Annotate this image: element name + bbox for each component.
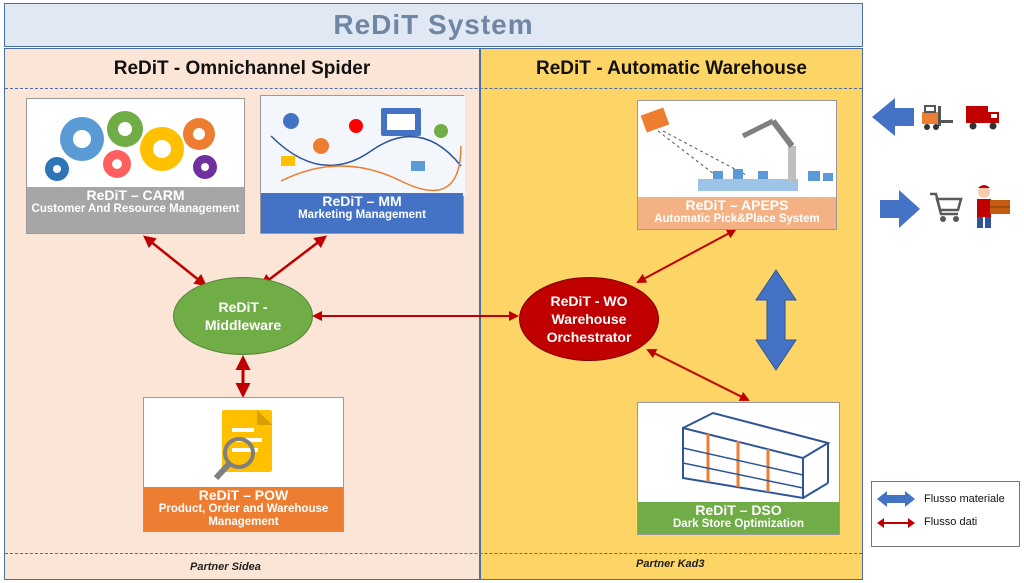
legend-material-arrow (877, 491, 915, 507)
warehouse-rack-icon (682, 411, 831, 500)
link-mm-middleware (260, 235, 327, 287)
link-wo-apeps (636, 229, 737, 283)
carm-module[interactable]: ReDiT – CARM Customer And Resource Manag… (26, 98, 245, 234)
bottom-divider (5, 553, 862, 554)
pow-desc: Product, Order and Warehouse Management (158, 503, 329, 528)
dso-name: ReDiT – DSO (695, 502, 782, 518)
link-carm-middleware (143, 235, 207, 287)
partner-sidea: Partner Sidea (190, 561, 261, 573)
omnichannel-title: ReDiT - Omnichannel Spider (113, 58, 371, 79)
wo-node[interactable]: ReDiT - WO Warehouse Orchestrator (519, 277, 659, 361)
dso-desc: Dark Store Optimization (673, 518, 804, 530)
carm-name: ReDiT – CARM (86, 187, 185, 203)
mm-name: ReDiT – MM (322, 193, 402, 209)
truck-icon (966, 106, 999, 130)
gears-icon (45, 111, 217, 181)
partner-kad3: Partner Kad3 (636, 558, 705, 570)
material-flow-vertical (755, 269, 797, 371)
legend-data-label: Flusso dati (924, 516, 978, 528)
pow-name: ReDiT – POW (198, 487, 289, 503)
outbound-arrow (880, 190, 920, 228)
link-wo-dso (646, 349, 750, 401)
dso-module[interactable]: ReDiT – DSO Dark Store Optimization (637, 402, 840, 535)
middleware-node[interactable]: ReDiT - Middleware (173, 277, 313, 355)
page-title: ReDiT System (333, 9, 534, 40)
middleware-line2: Middleware (204, 317, 282, 333)
mm-desc: Marketing Management (298, 209, 426, 221)
robot-arm-icon (640, 107, 833, 191)
mm-module[interactable]: ReDiT – MM Marketing Management (260, 95, 465, 234)
apeps-module[interactable]: ReDiT – APEPS Automatic Pick&Place Syste… (637, 100, 837, 230)
wo-line3: Orchestrator (546, 329, 632, 345)
top-divider (5, 88, 862, 89)
wo-line2: Warehouse (551, 311, 627, 327)
delivery-person-icon (977, 185, 1010, 228)
shopping-cart-icon (930, 192, 963, 222)
wo-line1: ReDiT - WO (550, 293, 628, 309)
pow-module[interactable]: ReDiT – POW Product, Order and Warehouse… (143, 397, 344, 532)
apeps-name: ReDiT – APEPS (685, 197, 789, 213)
carm-desc: Customer And Resource Management (31, 203, 240, 215)
apeps-desc: Automatic Pick&Place System (654, 213, 820, 225)
marketing-icon (261, 96, 465, 196)
inbound-arrow (872, 98, 914, 136)
middleware-line1: ReDiT - (218, 299, 268, 315)
legend-material-label: Flusso materiale (924, 493, 1005, 505)
legend (871, 481, 1020, 547)
title-bar: ReDiT System (4, 3, 863, 47)
document-search-icon (213, 410, 272, 481)
warehouse-title: ReDiT - Automatic Warehouse (536, 58, 807, 79)
forklift-icon (922, 105, 953, 130)
legend-data-arrow (877, 518, 915, 528)
